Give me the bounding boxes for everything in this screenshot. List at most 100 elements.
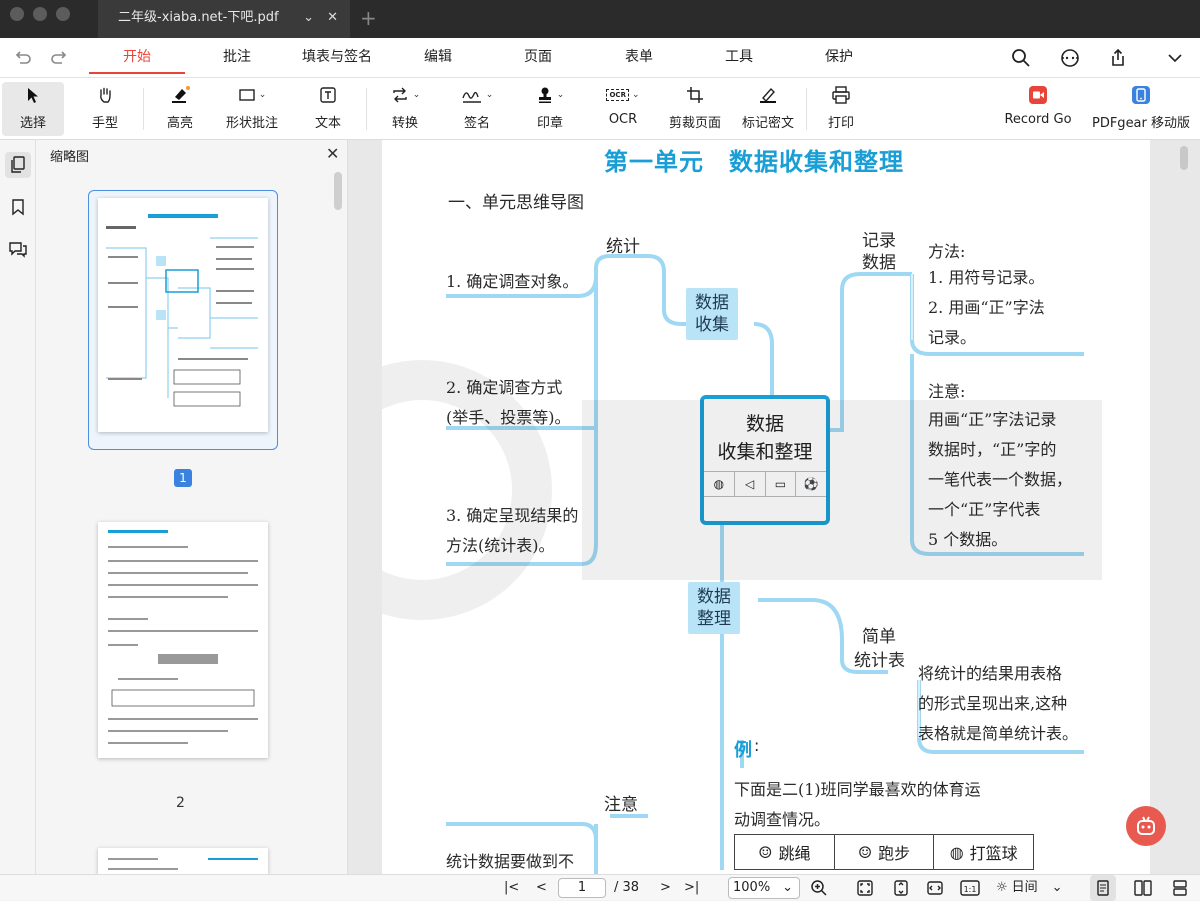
chevron-down-icon: ⌄ [631, 90, 640, 100]
prev-page-button[interactable]: < [536, 880, 547, 895]
close-icon[interactable]: ✕ [326, 144, 340, 163]
table-cell-text: 跳绳 [778, 844, 811, 863]
hand-tool-button[interactable]: 手型 [74, 82, 136, 136]
tab-protect[interactable]: 保护 [825, 49, 853, 65]
center-title-1: 数据 [704, 409, 826, 436]
redact-label: 标记密文 [741, 116, 794, 131]
convert-button[interactable]: ⌄ 转换 [378, 82, 432, 136]
step-2-text-a: 2. 确定调查方式 [446, 378, 563, 397]
tab-home[interactable]: 开始 [123, 49, 151, 65]
close-window-button[interactable] [10, 7, 24, 21]
document-tab[interactable]: 二年级-xiaba.net-下吧.pdf ⌄ ✕ [98, 0, 350, 38]
chevron-down-icon: ⌄ [412, 90, 421, 100]
tab-page[interactable]: 页面 [524, 49, 552, 65]
document-scrollbar[interactable] [1180, 146, 1188, 170]
mobile-icon [1132, 86, 1150, 104]
zoom-select[interactable]: 100% ⌄ [728, 877, 800, 899]
theme-value: 日间 [1011, 880, 1038, 895]
select-tool-button[interactable]: 选择 [2, 82, 64, 136]
tab-edit[interactable]: 编辑 [424, 49, 452, 65]
thumbnails-panel-button[interactable] [5, 152, 31, 178]
new-tab-button[interactable]: + [360, 6, 377, 30]
table-cell-text: 跑步 [878, 844, 911, 863]
simple-table-label-1: 简单 [862, 627, 896, 647]
simple-table-text-3: 表格就是简单统计表。 [918, 724, 1079, 743]
chevron-down-icon[interactable] [1164, 47, 1186, 69]
document-view[interactable]: 第一单元 数据收集和整理 一、单元思维导图 [348, 140, 1200, 874]
stamp-button[interactable]: ⌄ 印章 [524, 82, 576, 136]
tab-tools[interactable]: 工具 [725, 49, 753, 65]
fit-height-icon[interactable] [892, 875, 910, 901]
fit-page-icon[interactable] [856, 875, 874, 901]
child-icon: ☺ [758, 842, 773, 862]
assistant-icon[interactable] [1059, 47, 1081, 69]
page-number-input[interactable]: 1 [558, 878, 606, 898]
tab-form[interactable]: 表单 [625, 49, 653, 65]
chevron-down-icon[interactable]: ⌄ [303, 10, 314, 25]
node-text: 整理 [697, 609, 731, 629]
note-label: 注意 [604, 795, 638, 815]
highlight-tool-button[interactable]: 高亮 [150, 82, 210, 136]
note-text: 统计数据要做到不 [446, 852, 575, 871]
share-icon[interactable] [1107, 47, 1129, 69]
search-icon[interactable] [1010, 47, 1032, 69]
zoom-window-button[interactable] [56, 7, 70, 21]
tab-fill-sign[interactable]: 填表与签名 [302, 49, 372, 65]
print-button[interactable]: 打印 [816, 82, 866, 136]
first-page-button[interactable]: |< [504, 880, 520, 895]
continuous-view-icon[interactable] [1172, 875, 1188, 901]
two-page-view-icon[interactable] [1134, 875, 1152, 901]
thumbnail-scrollbar[interactable] [334, 172, 342, 210]
page-number-label: 2 [176, 795, 185, 811]
ocr-label: OCR [608, 112, 638, 127]
cursor-icon [28, 88, 38, 103]
active-tab-indicator [89, 72, 185, 74]
shape-annotation-button[interactable]: ⌄ 形状批注 [218, 82, 286, 136]
caution-heading: 注意: [928, 382, 966, 401]
watermark-logo [382, 360, 1102, 620]
chevron-down-icon: ⌄ [556, 90, 565, 100]
redo-icon[interactable] [48, 47, 70, 69]
zoom-in-icon[interactable] [810, 875, 828, 901]
redact-icon [760, 87, 776, 103]
record-go-button[interactable]: Record Go [1000, 82, 1076, 136]
comments-icon [9, 242, 27, 258]
pdfgear-mobile-button[interactable]: PDFgear 移动版 [1086, 82, 1196, 136]
actual-size-icon[interactable]: 1:1 [960, 875, 980, 901]
node-data-organize: 数据 整理 [688, 582, 740, 634]
text-box-icon [320, 87, 336, 103]
last-page-button[interactable]: >| [684, 880, 700, 895]
sign-button[interactable]: ⌄ 签名 [452, 82, 502, 136]
thumbnail-preview [108, 530, 258, 744]
table-cell-text: 打篮球 [969, 844, 1018, 863]
single-page-view-icon[interactable] [1090, 875, 1116, 901]
simple-table-text-1: 将统计的结果用表格 [918, 664, 1063, 683]
minimize-window-button[interactable] [33, 7, 47, 21]
tab-annotate[interactable]: 批注 [223, 49, 251, 65]
comments-panel-button[interactable] [5, 236, 31, 262]
page-thumbnail-1[interactable] [98, 198, 268, 432]
table-cell: ☺ 跳绳 [735, 835, 835, 869]
undo-icon[interactable] [12, 47, 34, 69]
tab-title: 二年级-xiaba.net-下吧.pdf [118, 10, 279, 25]
example-table: ☺跳绳 ☺跑步 ◍打篮球 [734, 834, 1034, 870]
text-tool-button[interactable]: 文本 [300, 82, 356, 136]
redact-button[interactable]: 标记密文 [736, 82, 800, 136]
shuttlecock-icon: ◁ [735, 472, 766, 496]
zoom-value: 100% [733, 880, 771, 895]
select-label: 选择 [19, 116, 46, 131]
caution-3: 一笔代表一个数据， [928, 466, 1072, 490]
crop-page-button[interactable]: 剪裁页面 [664, 82, 726, 136]
fit-width-icon[interactable] [926, 875, 944, 901]
ocr-button[interactable]: OCR⌄ OCR [598, 82, 648, 136]
theme-select[interactable]: ☼ 日间 ⌄ [996, 875, 1063, 901]
page-thumbnail-3[interactable] [98, 848, 268, 874]
step-3-text-b: 方法(统计表)。 [446, 536, 555, 555]
close-icon[interactable]: ✕ [327, 10, 338, 25]
example-text-2: 动调查情况。 [734, 810, 831, 829]
next-page-button[interactable]: > [660, 880, 671, 895]
sign-label: 签名 [463, 116, 490, 131]
bookmarks-panel-button[interactable] [5, 194, 31, 220]
ai-assistant-button[interactable] [1126, 806, 1166, 846]
page-thumbnail-2[interactable] [98, 522, 268, 758]
